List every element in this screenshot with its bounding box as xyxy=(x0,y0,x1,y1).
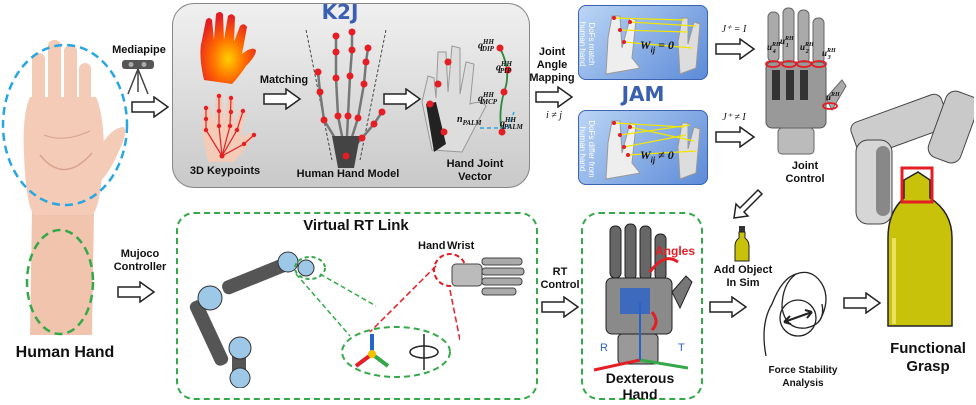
mediapipe-label: Mediapipe xyxy=(112,44,166,56)
u5-label: uRH xyxy=(826,92,840,102)
wrist-label: Wrist xyxy=(447,240,475,252)
arrow-to-k2j xyxy=(131,96,170,118)
u1-label: uRH4 xyxy=(767,42,781,55)
q-mcp-label: qHHMCP xyxy=(478,91,498,107)
virtual-rt-link-title: Virtual RT Link xyxy=(303,217,409,234)
robot-hand-joint-control xyxy=(765,7,847,155)
human-hand-model xyxy=(305,28,387,168)
u3-label: uRH2 xyxy=(800,42,814,55)
robot-arm xyxy=(189,251,315,388)
arrow-down-to-sim xyxy=(733,188,764,219)
jam-differ-mapping-lines xyxy=(605,120,701,180)
k2j-title: K2J xyxy=(321,0,359,24)
human-hand-model-label: Human Hand Model xyxy=(296,168,400,180)
q-dip-label: qHHDIP xyxy=(478,38,494,54)
human-hand-illustration xyxy=(23,40,126,335)
force-stability-sketch xyxy=(763,271,827,357)
human-hand-label: Human Hand xyxy=(15,344,115,361)
u2-label: uRH1 xyxy=(780,36,794,49)
camera-icon xyxy=(122,60,154,95)
matching-label: Matching xyxy=(259,74,309,86)
jam-match-mapping-lines xyxy=(605,15,701,75)
mediapipe-heatmap-hand xyxy=(200,12,256,84)
arrow-matching xyxy=(263,88,302,110)
hand-joint-vector-figure xyxy=(421,44,515,153)
j-plus-neq-i-label: J⁺ ≠ I xyxy=(722,112,746,123)
wrist-zoom-ellipse xyxy=(294,256,326,280)
arrow-jplus-eq xyxy=(715,38,756,60)
bottle-icon xyxy=(734,226,750,262)
red-zoom-guide-lines xyxy=(369,265,460,341)
arrow-to-grasp xyxy=(843,292,882,314)
axis-r-label: R xyxy=(600,342,608,354)
i-neq-j-label: i ≠ j xyxy=(545,110,563,121)
arrow-to-jam xyxy=(535,86,574,108)
jam-title: JAM xyxy=(621,82,665,106)
n-palm-label: nPALM xyxy=(457,114,482,127)
3d-keypoints-label: 3D Keypoints xyxy=(189,165,261,177)
w-eq-0: Wij = 0 xyxy=(640,38,674,55)
arrow-jplus-neq xyxy=(715,126,756,148)
w-neq-0: Wij ≠ 0 xyxy=(640,148,674,165)
robot-hand-side-view xyxy=(451,257,525,296)
arrow-add-object xyxy=(709,296,748,318)
zoom-guide-lines xyxy=(295,273,377,337)
dexterous-hand-image xyxy=(593,223,693,372)
wrist-region-ellipse xyxy=(25,228,95,336)
angles-label: Angles xyxy=(655,244,696,258)
q-pip-label: qHHPIP xyxy=(496,60,512,76)
3d-keypoints-hand xyxy=(202,93,257,162)
dexterous-hand-panel xyxy=(581,212,703,400)
axis-t-label: T xyxy=(678,342,685,354)
virtual-rt-link-panel xyxy=(176,212,538,400)
functional-grasp-image xyxy=(850,90,974,327)
arrow-to-rt-link xyxy=(117,281,156,303)
arrow-to-joint-vector xyxy=(383,88,422,110)
arrow-rt-control xyxy=(541,296,580,318)
j-plus-eq-i-label: J⁺ = I xyxy=(721,24,747,35)
q-palm-label: qHHPALM xyxy=(500,116,523,132)
u4-label: uRH3 xyxy=(822,48,836,61)
arrow-hand-to-pipeline xyxy=(128,98,130,100)
hand-region-ellipse xyxy=(1,43,129,207)
rotation-axes-icon xyxy=(341,326,451,378)
hand-label: Hand xyxy=(418,240,446,252)
